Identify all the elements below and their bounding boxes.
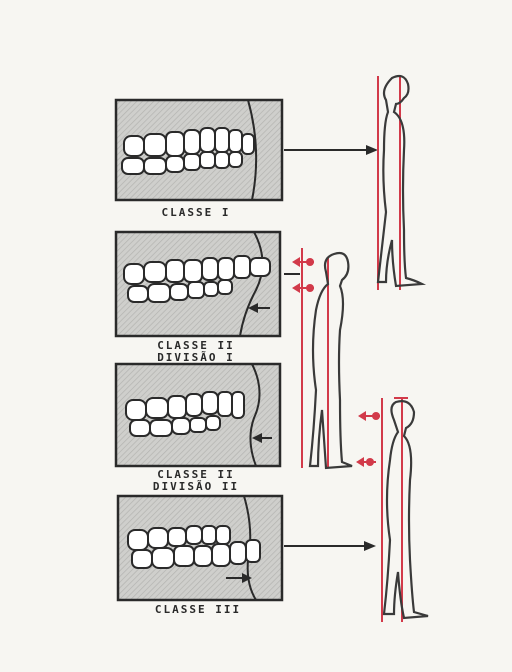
marker-jaw-class-2-div-2 xyxy=(366,458,374,466)
caption-class-2-div-1-line-2: DIVISÃO I xyxy=(157,351,235,364)
caption-class-1-line-1: CLASSE I xyxy=(162,206,231,219)
marker-jaw-class-2 xyxy=(306,284,314,292)
marker-head-class-2 xyxy=(306,258,314,266)
caption-class-2-div-2-line-2: DIVISÃO II xyxy=(153,480,239,493)
caption-class-3-line-1: CLASSE III xyxy=(155,603,241,616)
marker-head-class-2-div-2 xyxy=(372,412,380,420)
